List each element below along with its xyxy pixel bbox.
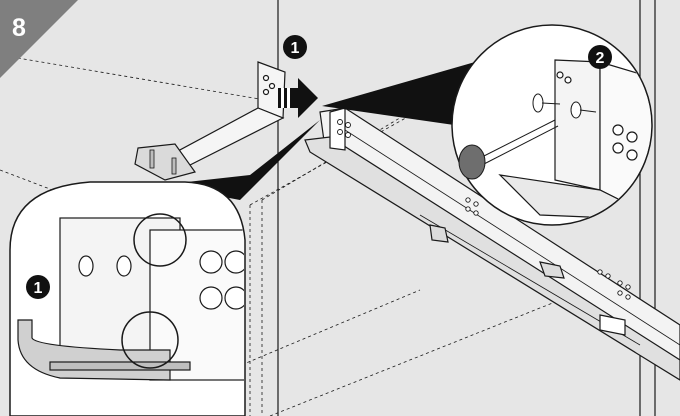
svg-text:1: 1 [291,40,300,57]
callout-badge-bracket: 1 [283,35,307,59]
bumper-cap [458,144,486,180]
svg-text:1: 1 [34,280,43,297]
step-number: 8 [12,14,26,42]
callout-badge-inset: 1 [26,275,50,299]
callout-badge-screw: 2 [588,45,612,69]
screw-icon [532,93,597,119]
zoom-wedge-inset [160,120,320,200]
zoom-wedge-screw [322,62,475,128]
step-corner-tab [0,0,78,78]
bracket-detail-inset [9,181,246,416]
svg-text:2: 2 [596,50,605,67]
screw-detail-magnifier [451,24,653,226]
